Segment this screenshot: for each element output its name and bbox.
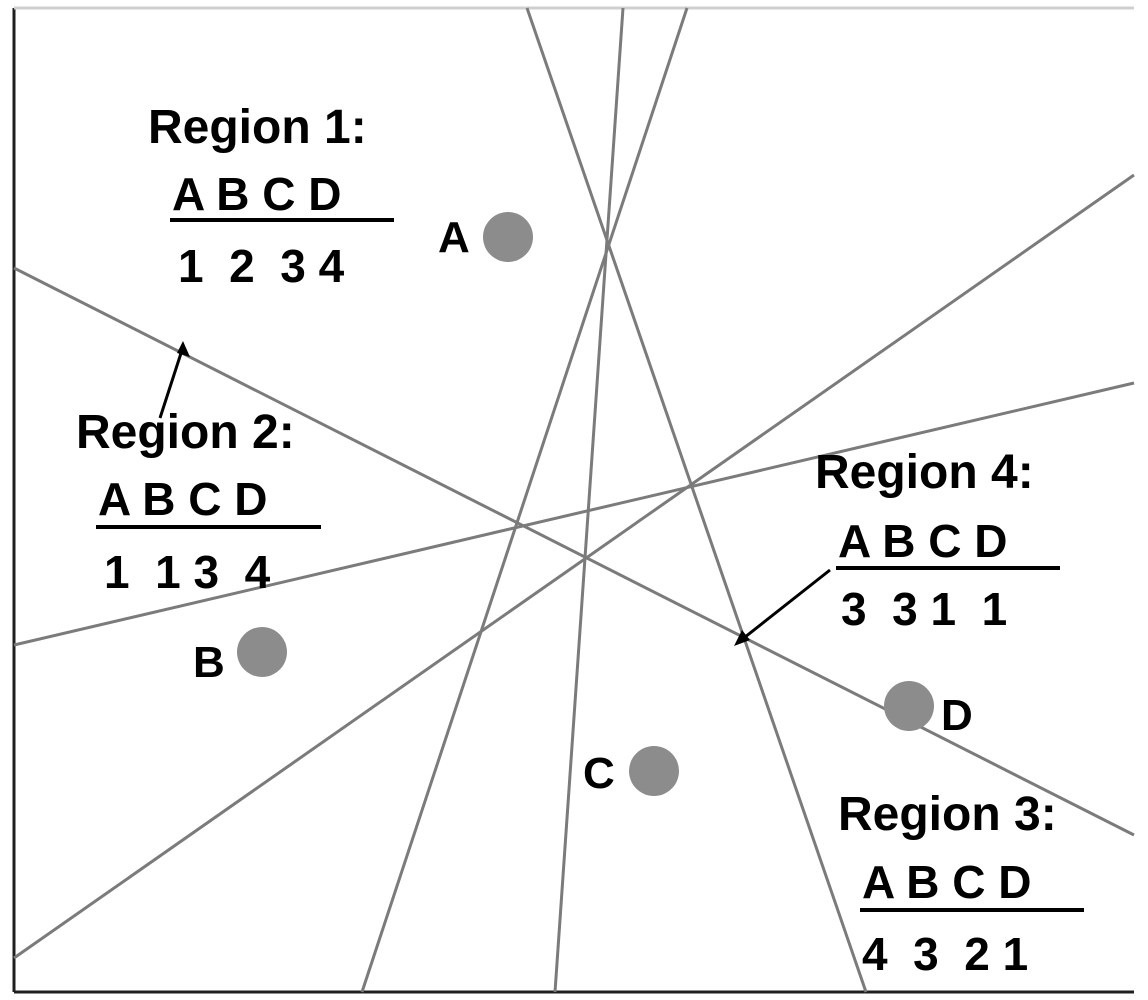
bisector-line-ab — [13, 266, 1135, 837]
region-4-pointer-arrow — [734, 568, 831, 646]
site-b-label: B — [193, 638, 225, 687]
region-3-title: Region 3: — [838, 788, 1057, 841]
region-2-pointer-head — [177, 341, 190, 357]
site-d: D — [884, 681, 973, 740]
region-1-title: Region 1: — [148, 101, 367, 154]
bisector-line-ad — [525, 7, 868, 993]
site-a: A — [438, 212, 533, 262]
site-c-dot — [629, 746, 679, 796]
region-1-header: A B C D — [172, 168, 342, 220]
region-2-title: Region 2: — [76, 406, 295, 459]
region-2-pointer-shaft — [158, 346, 185, 419]
bisector-line-bc — [13, 173, 1135, 960]
site-b: B — [193, 627, 287, 687]
region-2-pointer-arrow — [158, 341, 190, 419]
region-3-label: Region 3: A B C D 4 3 2 1 — [838, 788, 1084, 980]
region-1-label: Region 1: A B C D 1 2 3 4 — [148, 101, 394, 292]
bisector-line-ac — [360, 7, 689, 993]
region-4-pointer-head — [734, 630, 750, 646]
bisector-line-bd — [13, 381, 1135, 647]
bisector-line-cd — [553, 7, 625, 993]
region-4-header: A B C D — [838, 515, 1008, 567]
region-3-header: A B C D — [862, 856, 1032, 908]
region-2-ranks: 1 1 3 4 — [104, 546, 271, 598]
site-a-label: A — [438, 213, 470, 262]
site-b-dot — [237, 627, 287, 677]
region-1-ranks: 1 2 3 4 — [178, 240, 345, 292]
region-4-ranks: 3 3 1 1 — [841, 583, 1007, 635]
region-4-label: Region 4: A B C D 3 3 1 1 — [815, 446, 1060, 635]
site-a-dot — [483, 212, 533, 262]
region-4-pointer-shaft — [739, 568, 831, 643]
region-2-label: Region 2: A B C D 1 1 3 4 — [76, 406, 321, 598]
region-2-header: A B C D — [98, 473, 268, 525]
site-c: C — [583, 746, 679, 798]
site-d-label: D — [941, 691, 973, 740]
region-3-ranks: 4 3 2 1 — [862, 928, 1028, 980]
region-4-title: Region 4: — [815, 446, 1034, 499]
site-d-dot — [884, 681, 934, 731]
site-c-label: C — [583, 749, 615, 798]
